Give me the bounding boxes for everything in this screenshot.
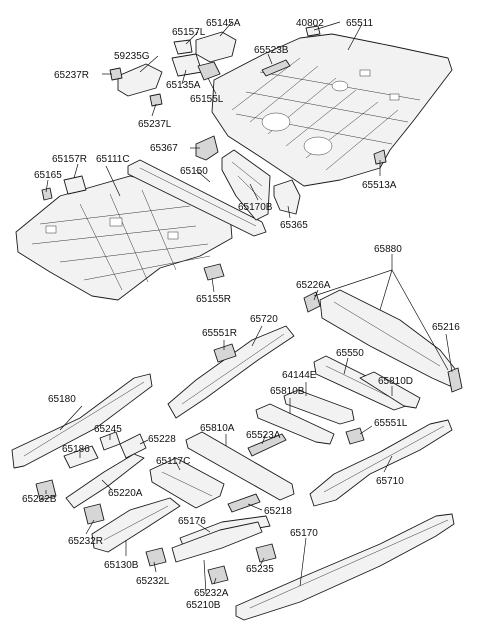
label-65523b: 65523B	[254, 45, 289, 56]
label-65228: 65228	[148, 434, 176, 445]
part-65135a	[171, 53, 203, 77]
label-65551r: 65551R	[202, 328, 237, 339]
part-65365	[273, 179, 301, 215]
part-labels: 40802 65511 65145A 65157L 65523B 59235G …	[22, 18, 460, 611]
label-65186: 65186	[62, 444, 90, 455]
part-member-65720	[167, 325, 295, 419]
label-65218: 65218	[264, 506, 292, 517]
part-65551l	[345, 427, 365, 445]
label-65145a: 65145A	[206, 18, 241, 29]
part-65523a	[247, 433, 287, 457]
part-65216	[447, 367, 463, 393]
label-65880: 65880	[374, 244, 402, 255]
part-rocker-65180	[11, 373, 153, 469]
part-member-65117c	[149, 457, 225, 509]
label-65210b: 65210B	[186, 600, 221, 611]
label-59235g: 59235G	[114, 51, 150, 62]
part-65155l	[197, 61, 221, 81]
part-40802	[305, 25, 321, 37]
label-65232l: 65232L	[136, 576, 170, 587]
label-65117c: 65117C	[156, 456, 190, 467]
part-front-floor-panel	[15, 175, 233, 301]
part-65157l	[173, 39, 193, 55]
part-member-65210b	[171, 521, 263, 563]
part-64144e	[283, 389, 355, 425]
label-65150: 65150	[180, 166, 208, 177]
label-65226a: 65226A	[296, 280, 331, 291]
part-65237l	[149, 93, 163, 107]
part-65218	[227, 493, 261, 513]
part-65551r	[213, 343, 237, 363]
label-65176: 65176	[178, 516, 206, 527]
part-65810b	[255, 403, 335, 445]
label-65232b: 65232B	[22, 494, 57, 505]
part-cross-member-65150	[127, 159, 267, 237]
part-65367	[195, 135, 219, 161]
label-65513a: 65513A	[362, 180, 397, 191]
leader-lines	[45, 21, 453, 595]
label-65232a: 65232A	[194, 588, 229, 599]
part-65157r	[63, 175, 87, 195]
part-59235g	[117, 63, 163, 97]
label-65155r: 65155R	[196, 294, 231, 305]
label-64144e: 64144E	[282, 370, 317, 381]
part-65155r	[203, 263, 225, 281]
label-65220a: 65220A	[108, 488, 143, 499]
part-65232l	[145, 547, 167, 567]
label-65810b: 65810B	[270, 386, 305, 397]
label-65720: 65720	[250, 314, 278, 325]
label-65155l: 65155L	[190, 94, 224, 105]
part-65810d	[359, 371, 421, 409]
label-65135a: 65135A	[166, 80, 201, 91]
label-65237l: 65237L	[138, 119, 172, 130]
label-65245: 65245	[94, 424, 122, 435]
part-65226a	[303, 291, 321, 313]
part-65165	[41, 187, 53, 201]
part-member-65710	[309, 419, 453, 507]
part-side-sill-65170	[235, 513, 455, 621]
label-65232r: 65232R	[68, 536, 103, 547]
part-65220a	[65, 453, 145, 509]
part-65186	[63, 445, 99, 469]
part-member-65130b	[91, 497, 181, 553]
part-65235	[255, 543, 277, 563]
part-65232r	[83, 503, 105, 525]
label-65511: 65511	[346, 18, 374, 29]
label-65235: 65235	[246, 564, 274, 575]
part-65237r	[109, 67, 123, 81]
part-member-65170b	[221, 149, 271, 221]
label-65810a: 65810A	[200, 423, 235, 434]
part-65513a	[373, 149, 387, 165]
part-65232a	[207, 565, 229, 585]
part-65523b	[261, 59, 291, 77]
label-65216: 65216	[432, 322, 460, 333]
part-65810a	[185, 431, 295, 501]
label-65157l: 65157L	[172, 27, 206, 38]
label-65523a: 65523A	[246, 430, 281, 441]
label-65365: 65365	[280, 220, 308, 231]
label-65170: 65170	[290, 528, 318, 539]
label-65157r: 65157R	[52, 154, 87, 165]
label-65810d: 65810D	[378, 376, 413, 387]
label-65111c: 65111C	[96, 154, 130, 165]
label-65130b: 65130B	[104, 560, 139, 571]
part-65228	[119, 433, 147, 459]
label-65170b: 65170B	[238, 202, 273, 213]
label-65551l: 65551L	[374, 418, 408, 429]
label-40802: 40802	[296, 18, 324, 29]
label-65710: 65710	[376, 476, 404, 487]
label-65367: 65367	[150, 143, 178, 154]
label-65165: 65165	[34, 170, 62, 181]
label-65550: 65550	[336, 348, 364, 359]
label-65237r: 65237R	[54, 70, 89, 81]
label-65180: 65180	[48, 394, 76, 405]
